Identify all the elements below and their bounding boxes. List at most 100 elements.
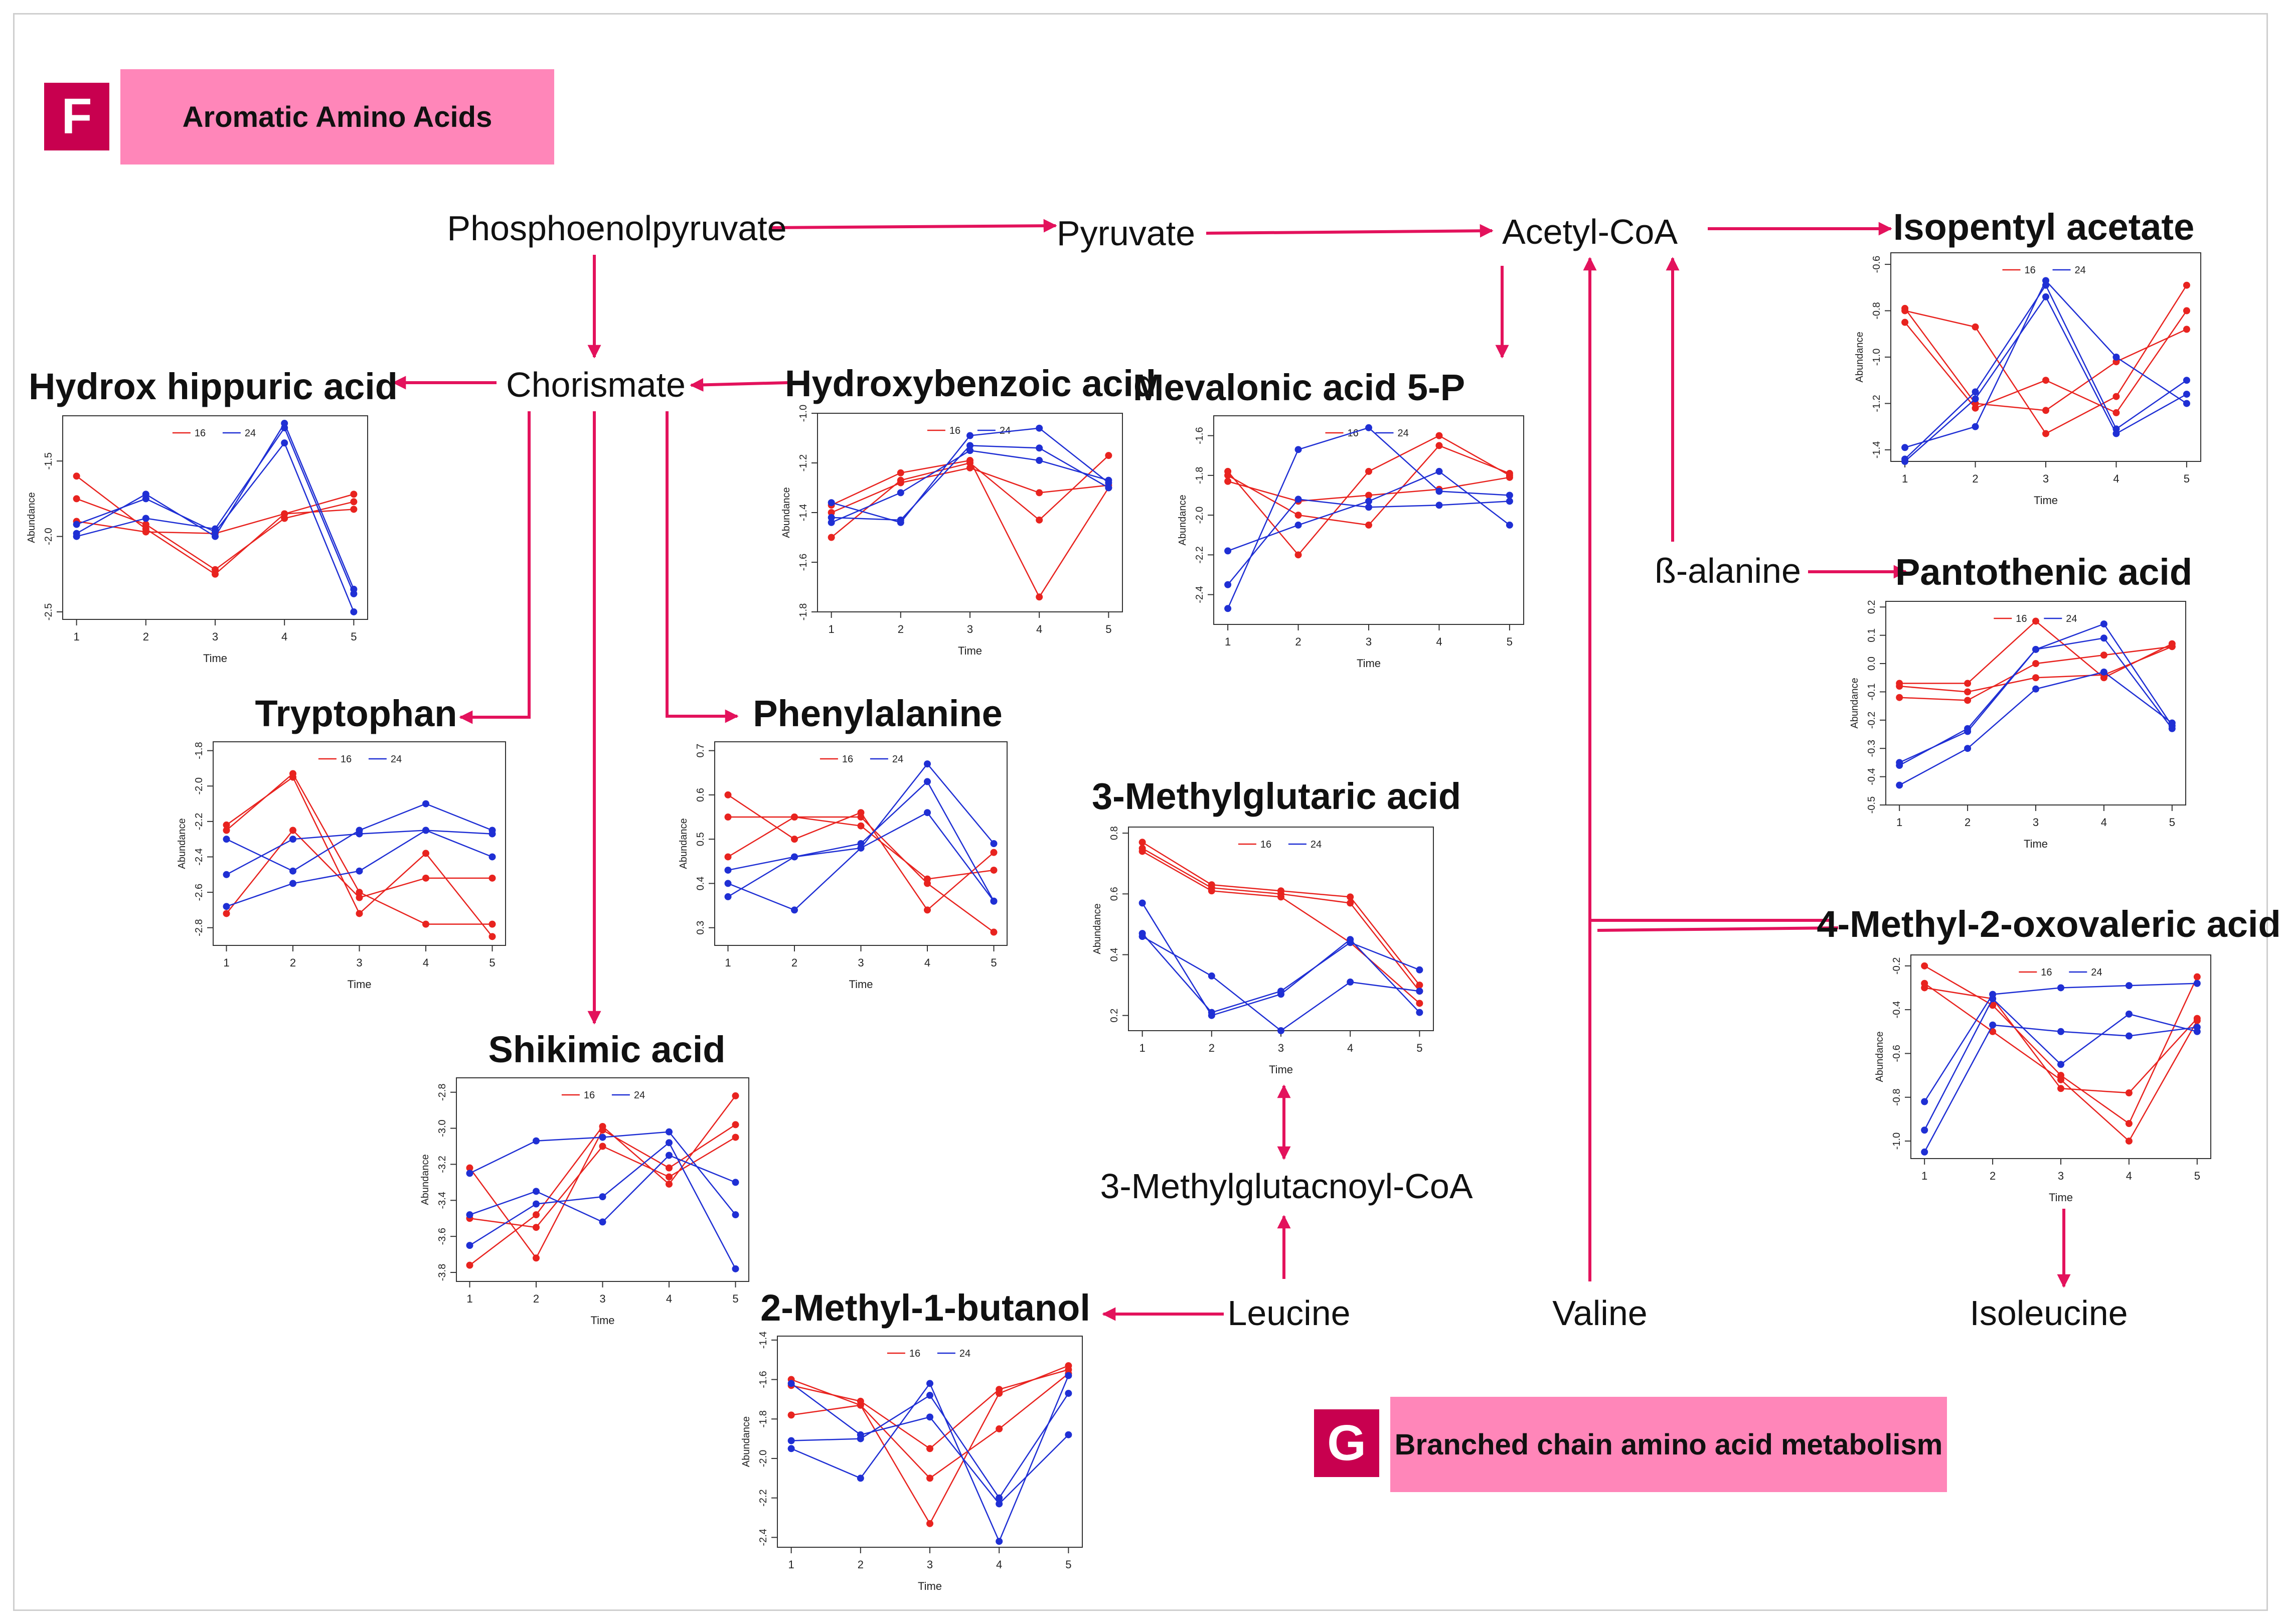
- y-axis-label: Abundance: [1874, 1031, 1885, 1082]
- data-point-24: [1435, 467, 1443, 475]
- y-tick-label: -3.4: [437, 1192, 448, 1209]
- data-point-16: [289, 770, 296, 777]
- data-point-24: [1294, 496, 1302, 503]
- series-line-16: [728, 816, 995, 933]
- data-point-24: [996, 1500, 1003, 1508]
- data-point-24: [1921, 1126, 1928, 1134]
- data-point-24: [281, 439, 288, 447]
- data-point-16: [857, 1401, 864, 1409]
- data-point-16: [828, 509, 835, 516]
- data-point-16: [897, 469, 904, 476]
- data-point-16: [996, 1425, 1003, 1432]
- data-point-16: [666, 1164, 673, 1172]
- x-tick-label: 2: [1295, 635, 1301, 648]
- data-point-24: [1506, 492, 1513, 499]
- y-tick-label: 0.5: [695, 832, 706, 846]
- series-line-24: [728, 763, 995, 911]
- data-point-24: [2125, 982, 2133, 990]
- data-point-16: [356, 910, 363, 917]
- title-hydroxybenzoic-acid: Hydroxybenzoic acid: [784, 363, 1157, 404]
- data-point-16: [488, 920, 496, 928]
- data-point-16: [724, 853, 732, 861]
- data-point-24: [599, 1133, 606, 1141]
- y-tick-label: 0.0: [1866, 657, 1877, 671]
- legend-label-16: 16: [341, 754, 352, 765]
- data-point-16: [666, 1180, 673, 1188]
- data-point-24: [787, 1380, 795, 1387]
- y-axis-label: Abundance: [781, 487, 792, 538]
- data-point-16: [924, 875, 931, 883]
- y-axis-label: Abundance: [420, 1154, 431, 1205]
- data-point-24: [488, 830, 496, 838]
- data-point-24: [289, 836, 296, 843]
- data-point-24: [666, 1139, 673, 1147]
- x-tick-label: 3: [1366, 635, 1372, 648]
- data-point-24: [466, 1242, 473, 1249]
- data-point-24: [1365, 424, 1372, 431]
- y-tick-label: -2.4: [194, 848, 205, 865]
- data-point-24: [1506, 498, 1513, 505]
- data-point-16: [966, 457, 973, 464]
- y-tick-label: -3.2: [437, 1156, 448, 1173]
- data-point-24: [732, 1211, 739, 1219]
- data-point-16: [1105, 452, 1112, 459]
- data-point-24: [1036, 457, 1043, 464]
- data-point-24: [966, 432, 973, 439]
- data-point-24: [1506, 521, 1513, 529]
- arrow-hydroxybenzoic-chorismate: [690, 378, 788, 392]
- y-tick-label: -1.8: [758, 1410, 769, 1427]
- y-axis-label: Abundance: [177, 818, 188, 869]
- y-tick-label: 0.4: [1109, 948, 1120, 962]
- data-point-24: [1365, 498, 1372, 505]
- title-phenylalanine: Phenylalanine: [753, 693, 1003, 734]
- data-point-16: [1294, 551, 1302, 559]
- data-point-24: [1138, 899, 1146, 907]
- data-point-16: [1989, 1002, 1997, 1009]
- x-tick-label: 5: [1065, 1558, 1071, 1571]
- legend-label-24: 24: [1397, 428, 1408, 439]
- series-line-24: [1227, 427, 1510, 609]
- data-point-24: [1972, 423, 1979, 430]
- data-point-24: [1277, 988, 1284, 995]
- data-point-24: [356, 830, 363, 838]
- data-point-16: [356, 889, 363, 896]
- data-point-24: [1208, 1009, 1215, 1016]
- x-tick-label: 1: [1225, 635, 1231, 648]
- plot-frame: [1128, 827, 1434, 1031]
- title-tryptophan: Tryptophan: [255, 693, 457, 734]
- data-point-16: [488, 874, 496, 882]
- data-point-24: [2100, 620, 2107, 628]
- series-line-16: [1904, 308, 2187, 411]
- series-line-24: [1899, 637, 2173, 763]
- x-axis-label: Time: [203, 652, 227, 665]
- data-point-24: [599, 1218, 606, 1226]
- data-point-16: [791, 814, 798, 821]
- legend-label-24: 24: [1000, 425, 1011, 436]
- data-point-16: [466, 1164, 473, 1172]
- data-point-16: [924, 906, 931, 914]
- arrow-pyruvate-acetylcoa: [1206, 224, 1494, 238]
- data-point-24: [2042, 293, 2049, 300]
- legend-label-16: 16: [2016, 613, 2027, 624]
- x-tick-label: 4: [423, 956, 429, 969]
- data-point-24: [666, 1152, 673, 1159]
- data-point-24: [926, 1392, 933, 1399]
- data-point-16: [2183, 326, 2190, 333]
- arrow-pep-pyruvate: [769, 219, 1057, 233]
- y-tick-label: -1.8: [1194, 467, 1205, 484]
- data-point-24: [2193, 980, 2201, 987]
- data-point-16: [926, 1445, 933, 1452]
- data-point-16: [926, 1520, 933, 1527]
- data-point-16: [289, 827, 296, 834]
- data-point-24: [724, 893, 732, 900]
- legend-label-24: 24: [892, 754, 903, 765]
- data-point-24: [787, 1445, 795, 1452]
- data-point-16: [73, 495, 80, 503]
- data-point-24: [924, 760, 931, 768]
- data-point-16: [599, 1143, 606, 1150]
